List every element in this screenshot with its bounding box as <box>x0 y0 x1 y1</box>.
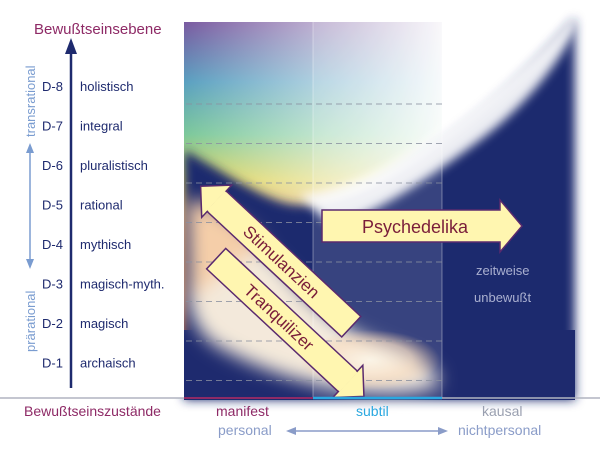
state-subtil: subtil <box>356 403 389 419</box>
level-label-d-7: integral <box>80 119 123 134</box>
level-label-d-6: pluralistisch <box>80 158 148 173</box>
diagram-title: Bewußtseinsebene <box>34 21 162 38</box>
white-flow-band <box>300 18 575 225</box>
states-label: Bewußtseinszustände <box>24 403 161 419</box>
level-code-d-8: D-8 <box>42 79 63 94</box>
side-arrow-down <box>26 259 34 269</box>
level-label-d-3: magisch-myth. <box>80 277 165 292</box>
side-arrow-up <box>26 143 34 153</box>
state-kausal: kausal <box>482 403 522 419</box>
level-code-d-3: D-3 <box>42 277 63 292</box>
psychedelika-label: Psychedelika <box>362 217 469 237</box>
level-code-d-2: D-2 <box>42 316 63 331</box>
zone-label-line1: zeitweise <box>476 263 529 278</box>
state-manifest-sub: personal <box>218 422 272 438</box>
level-label-d-5: rational <box>80 198 123 213</box>
personal-arrow-left <box>286 427 296 435</box>
state-kausal-sub: nichtpersonal <box>458 422 541 438</box>
level-label-d-4: mythisch <box>80 237 131 252</box>
level-code-d-7: D-7 <box>42 119 63 134</box>
level-code-d-5: D-5 <box>42 198 63 213</box>
zone-label-line2: unbewußt <box>474 290 531 305</box>
level-label-d-1: archaisch <box>80 356 136 371</box>
level-code-d-4: D-4 <box>42 237 63 252</box>
state-manifest: manifest <box>216 403 269 419</box>
psychedelika-arrow: Psychedelika <box>321 197 523 255</box>
level-code-d-6: D-6 <box>42 158 63 173</box>
personal-arrow-right <box>438 427 448 435</box>
level-code-d-1: D-1 <box>42 356 63 371</box>
level-label-d-2: magisch <box>80 316 128 331</box>
side-label-prarational: prärational <box>23 290 38 352</box>
side-label-transrational: transrational <box>23 65 38 137</box>
level-label-d-8: holistisch <box>80 79 133 94</box>
vertical-axis-arrowhead <box>65 38 77 54</box>
